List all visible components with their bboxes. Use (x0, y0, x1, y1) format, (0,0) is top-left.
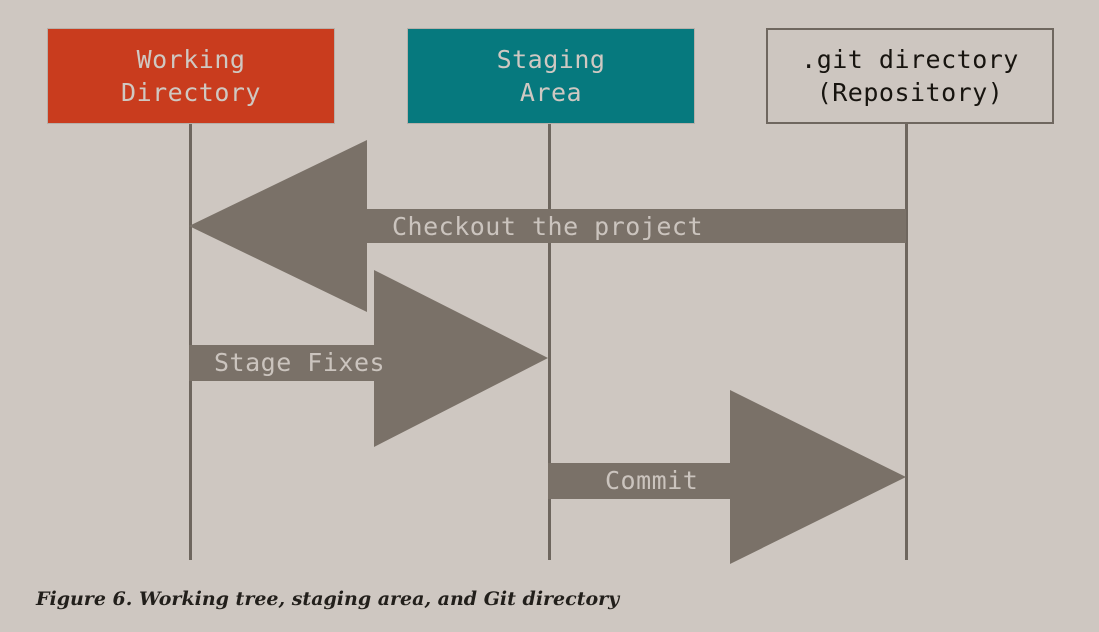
node-staging-area-line1: Staging (496, 44, 606, 74)
lifeline-staging-area (548, 124, 551, 560)
figure-caption: Figure 6. Working tree, staging area, an… (36, 588, 620, 610)
node-staging-area-line2: Area (519, 78, 583, 107)
node-staging-area: Staging Area (407, 28, 695, 124)
node-git-directory: .git directory (Repository) (766, 28, 1054, 124)
node-git-directory-line1: .git directory (801, 44, 1019, 74)
lifeline-working-directory (189, 124, 192, 560)
node-working-directory-line1: Working (136, 44, 246, 74)
arrow-label-commit: Commit (605, 466, 699, 495)
commit-arrow-shape (548, 390, 906, 564)
node-working-directory: Working Directory (47, 28, 335, 124)
node-git-directory-line2: (Repository) (816, 78, 1004, 107)
node-working-directory-line2: Directory (121, 78, 261, 107)
lifeline-git-directory (905, 124, 908, 560)
arrow-label-stage-fixes: Stage Fixes (214, 348, 386, 377)
arrow-label-checkout: Checkout the project (392, 212, 704, 241)
